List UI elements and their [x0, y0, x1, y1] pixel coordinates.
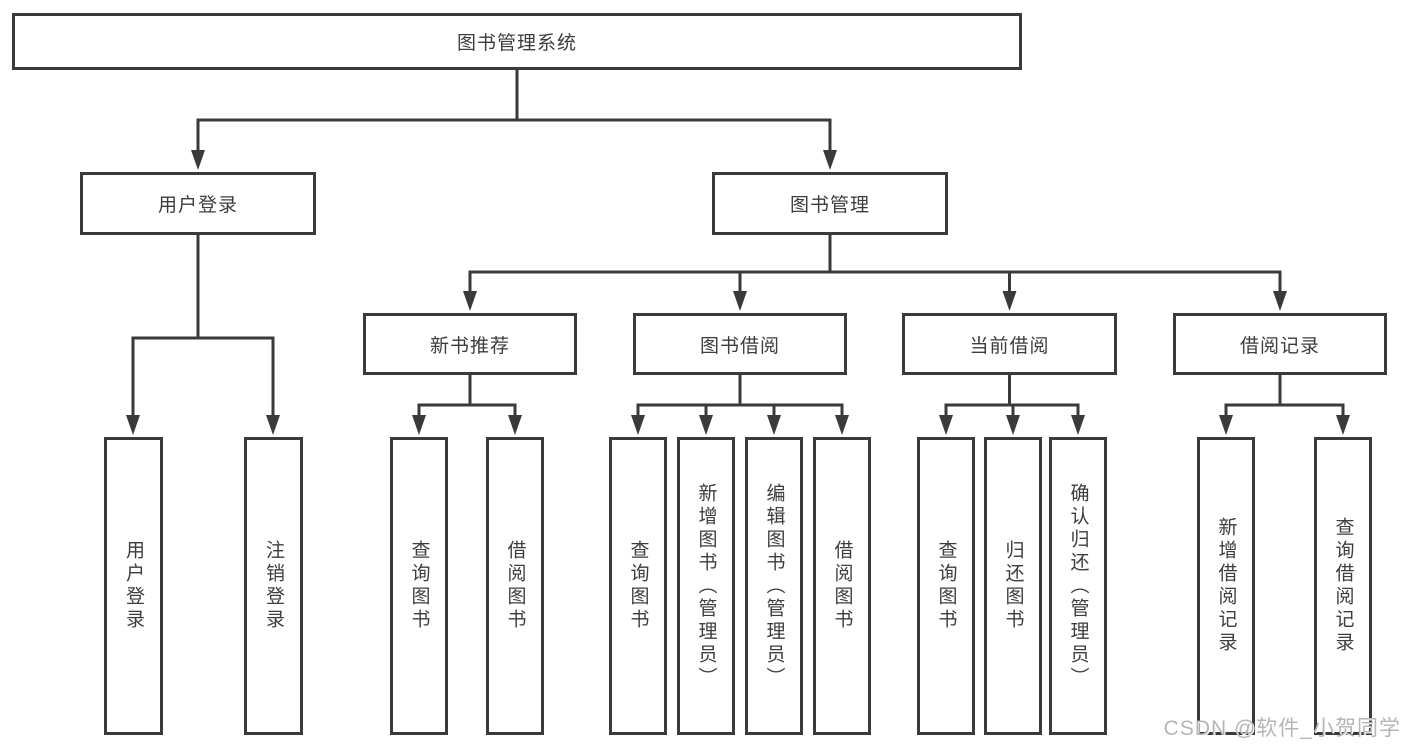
leaf-return-book: 归还图书	[984, 437, 1042, 735]
leaf-query-book-recommend: 查询图书	[390, 437, 448, 735]
node-new-book-recommend: 新书推荐	[363, 313, 577, 375]
leaf-query-book-borrow: 查询图书	[609, 437, 667, 735]
node-borrow-records: 借阅记录	[1173, 313, 1387, 375]
leaf-borrow-book-recommend: 借阅图书	[486, 437, 544, 735]
leaf-edit-book-admin: 编辑图书（管理员）	[745, 437, 803, 735]
leaf-user-login: 用户登录	[104, 437, 163, 735]
leaf-logout: 注销登录	[244, 437, 303, 735]
leaf-add-book-admin: 新增图书（管理员）	[677, 437, 735, 735]
node-user-login: 用户登录	[80, 172, 316, 235]
leaf-query-book-current: 查询图书	[917, 437, 975, 735]
node-book-management: 图书管理	[712, 172, 948, 235]
node-book-borrow: 图书借阅	[633, 313, 847, 375]
csdn-watermark: CSDN @软件_小贺同学	[1163, 717, 1401, 740]
leaf-add-borrow-record: 新增借阅记录	[1197, 437, 1255, 735]
leaf-query-borrow-record: 查询借阅记录	[1314, 437, 1372, 735]
node-library-system: 图书管理系统	[12, 13, 1022, 70]
leaf-confirm-return-admin: 确认归还（管理员）	[1049, 437, 1107, 735]
node-current-borrow: 当前借阅	[902, 313, 1117, 375]
leaf-borrow-book: 借阅图书	[813, 437, 871, 735]
